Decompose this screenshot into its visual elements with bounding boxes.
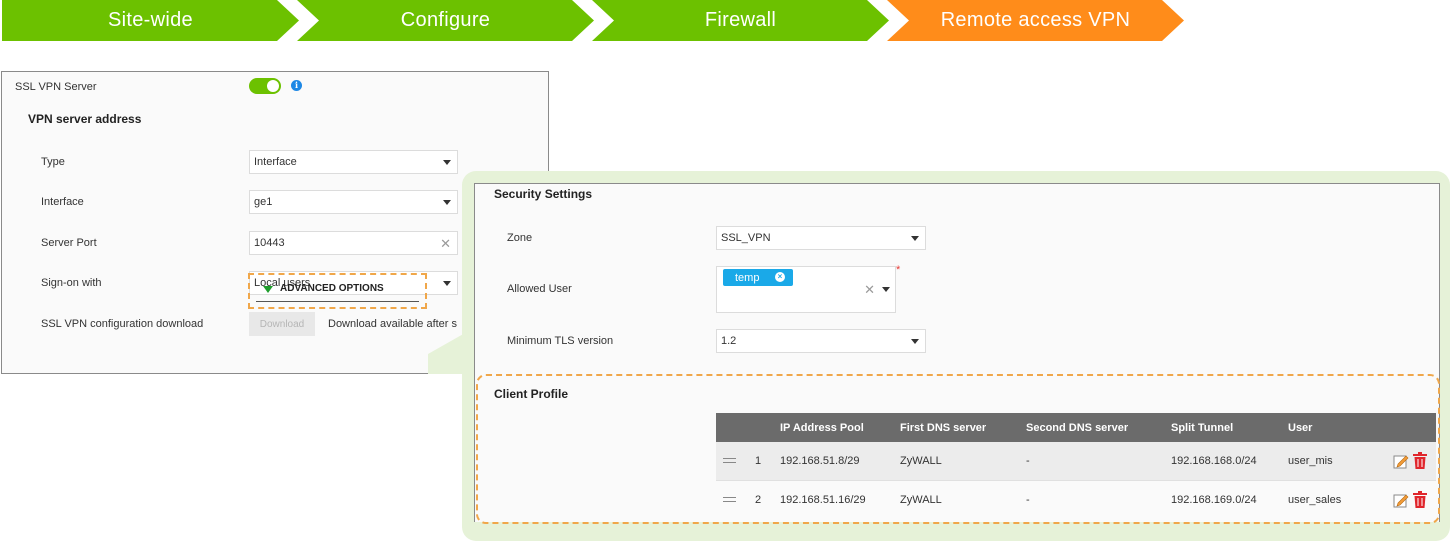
advanced-options-toggle[interactable]: ADVANCED OPTIONS xyxy=(248,273,427,309)
first-dns-cell: ZyWALL xyxy=(900,455,942,467)
server-port-input[interactable]: 10443 ✕ xyxy=(249,231,458,255)
remove-tag-icon[interactable]: × xyxy=(775,272,785,282)
divider xyxy=(256,301,419,302)
breadcrumb-label: Firewall xyxy=(704,9,777,31)
edit-icon[interactable] xyxy=(1393,453,1409,469)
server-port-value: 10443 xyxy=(254,237,285,249)
chevron-down-icon xyxy=(443,281,451,286)
row-index: 1 xyxy=(755,455,762,467)
second-dns-cell: - xyxy=(1026,455,1030,467)
first-dns-cell: ZyWALL xyxy=(900,494,942,506)
close-icon[interactable]: ✕ xyxy=(440,236,451,251)
advanced-options-label: ADVANCED OPTIONS xyxy=(280,283,384,294)
drag-handle-icon[interactable] xyxy=(723,458,736,463)
zone-value: SSL_VPN xyxy=(721,232,771,244)
ip-pool-cell: 192.168.51.16/29 xyxy=(780,494,866,506)
zone-label: Zone xyxy=(507,232,533,244)
ssl-vpn-server-label: SSL VPN Server xyxy=(15,81,97,93)
column-header: Split Tunnel xyxy=(1171,422,1234,434)
ssl-vpn-server-toggle[interactable] xyxy=(249,78,281,94)
breadcrumb-label: Configure xyxy=(400,9,491,31)
sign-on-label: Sign-on with xyxy=(41,277,102,289)
chevron-down-icon xyxy=(911,339,919,344)
triangle-down-icon xyxy=(263,286,273,293)
interface-label: Interface xyxy=(41,196,84,208)
advanced-options-panel: Security Settings Zone SSL_VPN Allowed U… xyxy=(474,183,1440,522)
type-value: Interface xyxy=(254,156,297,168)
client-profile-table-header: IP Address Pool First DNS server Second … xyxy=(716,413,1436,442)
download-note: Download available after s xyxy=(328,318,458,330)
user-cell: user_sales xyxy=(1288,494,1342,506)
vpn-server-address-heading: VPN server address xyxy=(28,112,142,126)
client-profile-highlight xyxy=(476,374,1440,524)
breadcrumb-label: Site-wide xyxy=(108,9,193,31)
second-dns-cell: - xyxy=(1026,494,1030,506)
chevron-down-icon xyxy=(443,160,451,165)
breadcrumb-label: Remote access VPN xyxy=(940,9,1131,31)
min-tls-select[interactable]: 1.2 xyxy=(716,329,926,353)
split-tunnel-cell: 192.168.168.0/24 xyxy=(1171,455,1257,467)
column-header: User xyxy=(1288,422,1313,434)
close-icon[interactable]: ✕ xyxy=(864,282,875,297)
ip-pool-cell: 192.168.51.8/29 xyxy=(780,455,860,467)
row-index: 2 xyxy=(755,494,762,506)
ssl-vpn-server-panel: SSL VPN Server i VPN server address Type… xyxy=(1,71,549,374)
allowed-user-tag[interactable]: temp × xyxy=(723,269,793,286)
column-header: IP Address Pool xyxy=(780,422,864,434)
download-button[interactable]: Download xyxy=(249,312,315,336)
chevron-down-icon xyxy=(443,200,451,205)
table-row[interactable]: 1 192.168.51.8/29 ZyWALL - 192.168.168.0… xyxy=(716,442,1436,481)
interface-value: ge1 xyxy=(254,196,273,208)
column-header: First DNS server xyxy=(900,422,987,434)
config-download-label: SSL VPN configuration download xyxy=(41,318,204,330)
breadcrumb-step-remote-access-vpn: Remote access VPN xyxy=(887,0,1184,41)
sign-on-select[interactable]: Local users xyxy=(249,271,458,295)
table-row[interactable]: 2 192.168.51.16/29 ZyWALL - 192.168.169.… xyxy=(716,481,1436,520)
trash-icon[interactable] xyxy=(1412,491,1428,509)
info-icon[interactable]: i xyxy=(291,80,302,91)
required-mark: * xyxy=(896,264,901,276)
security-settings-heading: Security Settings xyxy=(494,187,593,201)
client-profile-heading: Client Profile xyxy=(494,387,569,401)
type-label: Type xyxy=(41,156,65,168)
type-select[interactable]: Interface xyxy=(249,150,458,174)
user-cell: user_mis xyxy=(1288,455,1333,467)
server-port-label: Server Port xyxy=(41,237,97,249)
chevron-down-icon xyxy=(911,236,919,241)
drag-handle-icon[interactable] xyxy=(723,497,736,502)
split-tunnel-cell: 192.168.169.0/24 xyxy=(1171,494,1257,506)
edit-icon[interactable] xyxy=(1393,492,1409,508)
min-tls-label: Minimum TLS version xyxy=(507,335,614,347)
breadcrumb-step-site-wide: Site-wide xyxy=(2,0,299,41)
breadcrumb-step-configure: Configure xyxy=(297,0,594,41)
chevron-down-icon xyxy=(882,287,890,292)
zone-select[interactable]: SSL_VPN xyxy=(716,226,926,250)
min-tls-value: 1.2 xyxy=(721,335,737,347)
allowed-user-tag-label: temp xyxy=(735,271,760,284)
allowed-user-label: Allowed User xyxy=(507,283,572,295)
interface-select[interactable]: ge1 xyxy=(249,190,458,214)
breadcrumb-step-firewall: Firewall xyxy=(592,0,889,41)
trash-icon[interactable] xyxy=(1412,452,1428,470)
column-header: Second DNS server xyxy=(1026,422,1129,434)
